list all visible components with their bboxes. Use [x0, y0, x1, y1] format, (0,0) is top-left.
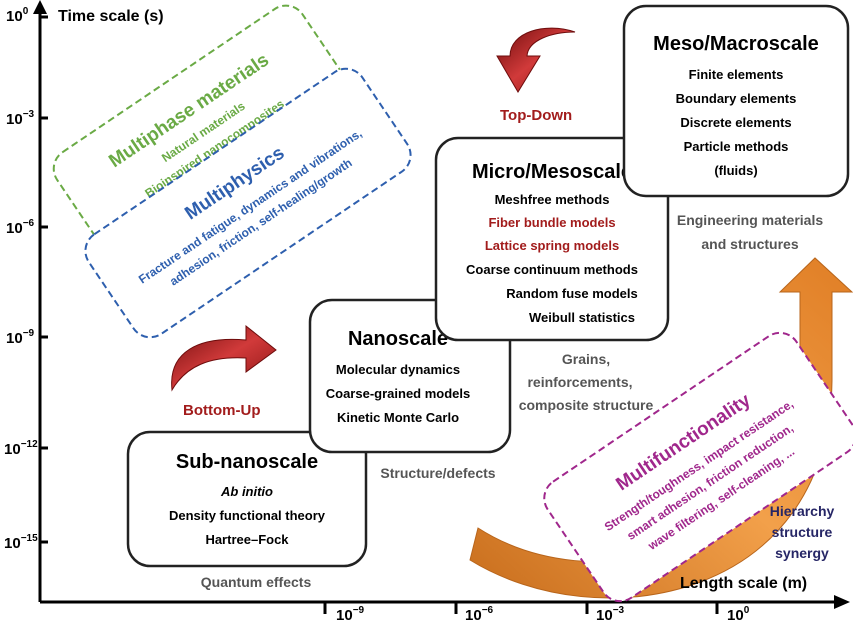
meso-macroscale-item: Discrete elements [680, 115, 791, 130]
nanoscale-title: Nanoscale [348, 328, 448, 350]
multiphysics-border [84, 67, 412, 339]
x-tick-label: 10−6 [465, 605, 494, 624]
nanoscale-item: Kinetic Monte Carlo [337, 410, 459, 425]
y-tick-label: 10−6 [6, 218, 35, 237]
meso-macroscale-item: Boundary elements [676, 91, 797, 106]
y-axis-title: Time scale (s) [58, 8, 164, 25]
micro-mesoscale-border [434, 136, 670, 342]
micro-mesoscale-title: Micro/Mesoscale [472, 161, 632, 183]
micro-mesoscale-caption: composite structure [519, 397, 654, 413]
nanoscale-caption: Structure/defects [380, 465, 495, 481]
multifunctionality-callout: Multifunctionality Strength/toughness, i… [543, 331, 853, 603]
subnanoscale-item: Ab initio [220, 484, 273, 499]
y-tick-label: 10−12 [4, 439, 38, 458]
micro-mesoscale-caption: reinforcements, [527, 374, 632, 390]
y-tick-marks [40, 15, 48, 544]
meso-macroscale-title: Meso/Macroscale [653, 33, 819, 55]
nanoscale-item: Molecular dynamics [336, 362, 460, 377]
micro-mesoscale-item: Weibull statistics [529, 310, 635, 325]
micro-mesoscale-item: Meshfree methods [495, 192, 610, 207]
bottom-up-arrow: Bottom-Up [171, 324, 277, 419]
x-tick-marks [323, 602, 719, 614]
bottom-up-label: Bottom-Up [183, 402, 260, 419]
meso-macroscale-caption: and structures [701, 236, 798, 252]
subnanoscale-box: Sub-nanoscale Ab initio Density function… [126, 430, 368, 590]
y-tick-label: 10−15 [4, 533, 38, 552]
nanoscale-item: Coarse-grained models [326, 386, 471, 401]
micro-mesoscale-item: Lattice spring models [485, 238, 619, 253]
meso-macroscale-item: Finite elements [689, 67, 784, 82]
y-tick-label: 10−3 [6, 109, 35, 128]
hierarchy-label: Hierarchy structure synergy [770, 503, 835, 561]
micro-mesoscale-item: Random fuse models [506, 286, 637, 301]
y-tick-label: 10−9 [6, 328, 35, 347]
subnanoscale-caption: Quantum effects [201, 574, 312, 590]
x-tick-label: 10−9 [336, 605, 365, 624]
hierarchy-line: synergy [775, 545, 829, 561]
meso-macroscale-item: (fluids) [714, 163, 757, 178]
meso-macroscale-border [622, 4, 850, 198]
micro-mesoscale-item: Coarse continuum methods [466, 262, 638, 277]
x-axis-arrowhead [834, 595, 850, 609]
top-down-arrow: Top-Down [496, 27, 576, 124]
micro-mesoscale-item: Fiber bundle models [488, 215, 615, 230]
multifunctionality-border [543, 331, 853, 603]
micro-mesoscale-box: Micro/Mesoscale Meshfree methods Fiber b… [434, 136, 670, 413]
y-axis-arrowhead [33, 0, 47, 14]
subnanoscale-item: Hartree–Fock [205, 532, 289, 547]
meso-macroscale-box: Meso/Macroscale Finite elements Boundary… [622, 4, 850, 252]
micro-mesoscale-caption: Grains, [562, 351, 610, 367]
meso-macroscale-item: Particle methods [684, 139, 789, 154]
subnanoscale-title: Sub-nanoscale [176, 451, 318, 473]
hierarchy-line: Hierarchy [770, 503, 835, 519]
hierarchy-line: structure [772, 524, 833, 540]
subnanoscale-item: Density functional theory [169, 508, 326, 523]
subnanoscale-border [126, 430, 368, 568]
x-tick-label: 100 [727, 605, 750, 624]
top-down-label: Top-Down [500, 107, 572, 124]
meso-macroscale-caption: Engineering materials [677, 212, 823, 228]
y-tick-label: 100 [6, 6, 29, 25]
axes: 100 10−3 10−6 10−9 10−12 10−15 10−9 10−6… [4, 0, 850, 624]
x-tick-label: 10−3 [596, 605, 625, 624]
x-axis-title: Length scale (m) [680, 575, 807, 592]
